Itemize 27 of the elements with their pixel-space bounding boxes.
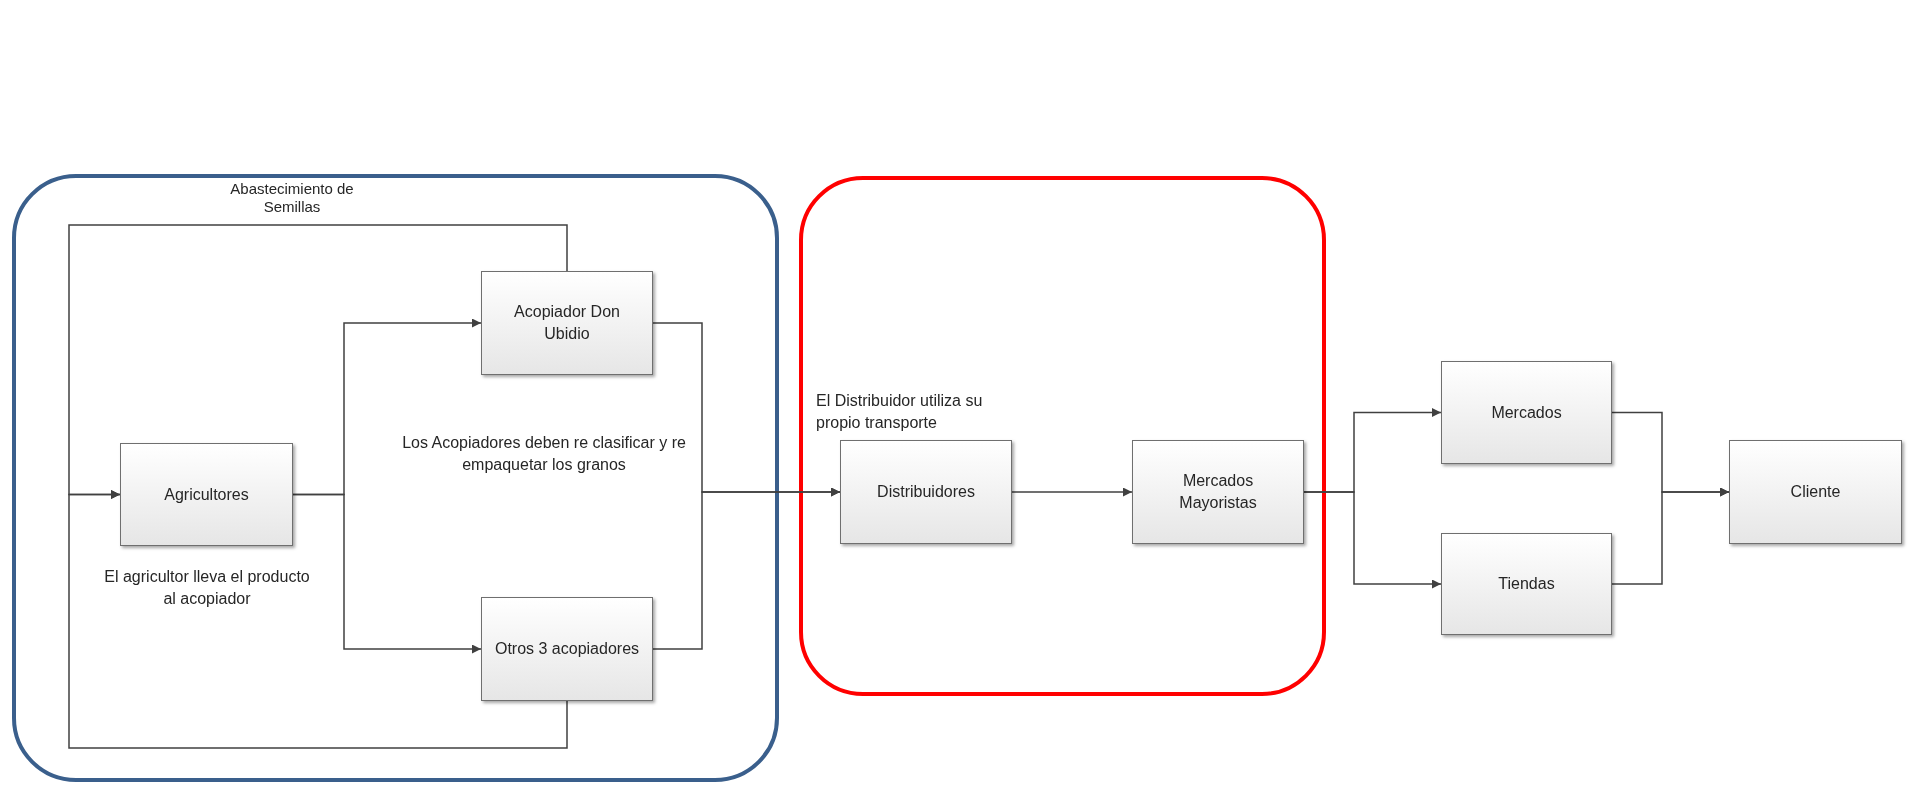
annotation-text: El agricultor lleva el producto al acopiador	[103, 567, 311, 610]
connector-arrow	[1611, 487, 1730, 585]
box-label: Otros 3 acopiadores	[494, 639, 640, 660]
process-box	[1441, 361, 1612, 464]
process-box	[1132, 440, 1304, 544]
group-region	[799, 176, 1326, 696]
connector-arrow	[1303, 491, 1442, 589]
connector-arrow	[68, 490, 568, 749]
connector-arrow	[652, 487, 841, 650]
group-region	[12, 174, 779, 782]
annotation-text: Los Acopiadores deben re clasificar y re empaquetar los granos	[401, 433, 687, 476]
box-label: Tiendas	[1498, 574, 1555, 595]
process-box	[481, 271, 653, 375]
box-label: Mercados Mayoristas	[1178, 471, 1258, 513]
box-label: Distribuidores	[877, 482, 975, 503]
box-label: Cliente	[1790, 482, 1841, 503]
box-label: Acopiador Don Ubidio	[513, 302, 621, 344]
connector-arrow	[1011, 487, 1133, 497]
process-box	[1441, 533, 1612, 635]
process-box	[481, 597, 653, 701]
connector-arrow	[292, 493, 482, 654]
process-box	[1729, 440, 1902, 544]
process-box	[840, 440, 1012, 544]
process-box	[120, 443, 293, 546]
box-label: Mercados	[1491, 402, 1562, 423]
annotation-text: El Distribuidor utiliza su propio transporte	[816, 391, 984, 434]
box-label: Agricultores	[164, 484, 249, 505]
